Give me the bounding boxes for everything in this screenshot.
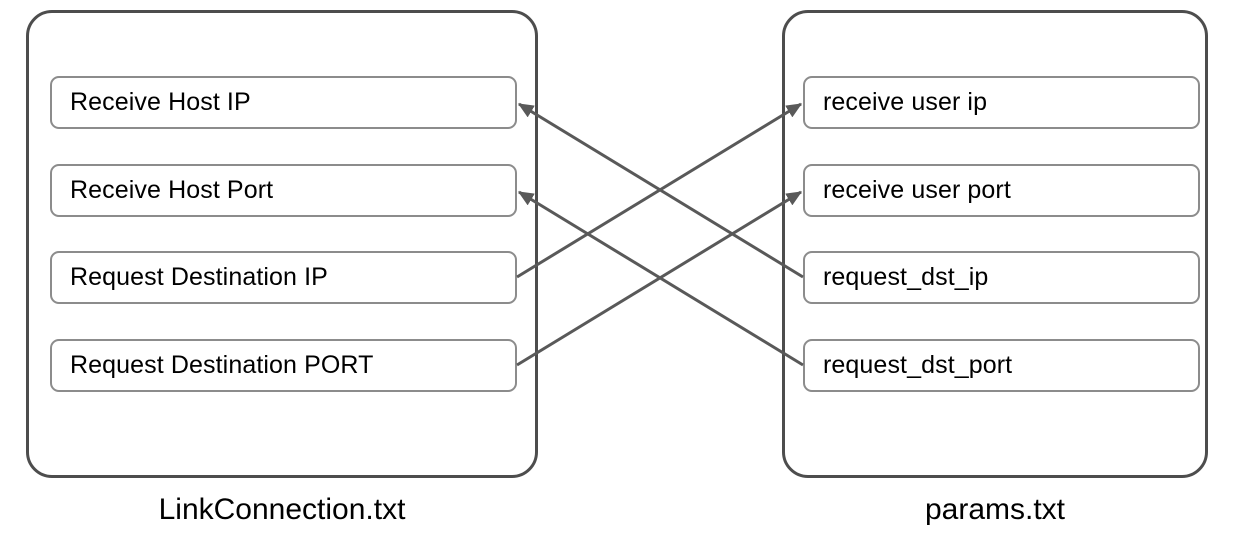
field-request-dst-ip[interactable]: request_dst_ip (803, 251, 1200, 304)
caption-link-connection: LinkConnection.txt (158, 493, 406, 526)
field-label: receive user port (823, 176, 1011, 204)
field-label: Receive Host Port (70, 176, 274, 204)
field-receive-host-ip[interactable]: Receive Host IP (50, 76, 517, 129)
connector-lines (516, 102, 804, 367)
connector-request-destination-ip-to-receive-user-ip (516, 102, 803, 279)
field-receive-host-port[interactable]: Receive Host Port (50, 164, 517, 217)
field-label: receive user ip (823, 88, 988, 116)
field-label: Request Destination PORT (70, 351, 374, 379)
connector-request-destination-port-to-receive-user-port (516, 190, 803, 367)
caption-params: params.txt (924, 493, 1066, 526)
field-request-destination-port[interactable]: Request Destination PORT (50, 339, 517, 392)
connector-request_dst_port-to-receive-host-port (517, 190, 804, 367)
field-label: request_dst_ip (823, 263, 989, 291)
field-receive-user-ip[interactable]: receive user ip (803, 76, 1200, 129)
field-request-dst-port[interactable]: request_dst_port (803, 339, 1200, 392)
field-label: request_dst_port (823, 351, 1013, 379)
field-label: Request Destination IP (70, 263, 328, 291)
field-label: Receive Host IP (70, 88, 251, 116)
field-request-destination-ip[interactable]: Request Destination IP (50, 251, 517, 304)
connector-request_dst_ip-to-receive-host-ip (517, 102, 804, 279)
field-receive-user-port[interactable]: receive user port (803, 164, 1200, 217)
